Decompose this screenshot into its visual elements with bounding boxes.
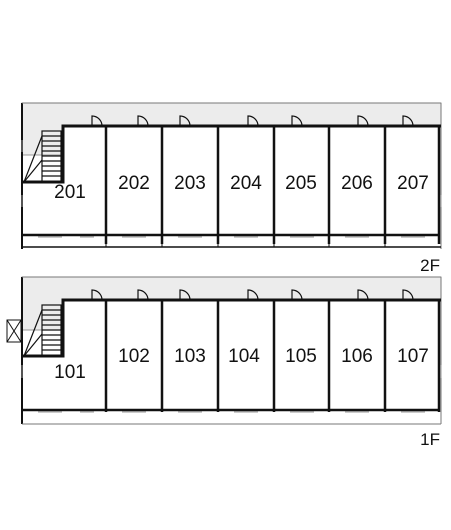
- room-204-label: 204: [230, 173, 262, 194]
- room-107-label: 107: [397, 346, 429, 367]
- room-101-label: 101: [54, 362, 86, 383]
- room-102-label: 102: [118, 346, 150, 367]
- balcony-dividers-2f: [105, 235, 386, 247]
- partitions-2f: [104, 126, 441, 244]
- floor-2f: 201 202 203 204 205 206 207 2F: [21, 102, 442, 275]
- floor-label-1f: 1F: [420, 430, 440, 449]
- windows-1f: [21, 365, 442, 413]
- room-205-label: 205: [285, 173, 317, 194]
- room-103-label: 103: [174, 346, 206, 367]
- room-labels-2f: 201 202 203 204 205 206 207: [54, 173, 429, 203]
- room-207-label: 207: [397, 173, 429, 194]
- stair-2f: [23, 130, 62, 183]
- stair-1f: [23, 304, 62, 357]
- room-106-label: 106: [341, 346, 373, 367]
- room-203-label: 203: [174, 173, 206, 194]
- doors-2f: [91, 115, 414, 127]
- floor-label-2f: 2F: [420, 256, 440, 275]
- partitions-1f: [104, 300, 441, 412]
- entrance-mark-1f: [6, 319, 22, 343]
- corridor-2f: [21, 102, 442, 156]
- windows-2f: [21, 140, 442, 238]
- doors-1f: [91, 289, 414, 301]
- room-labels-1f: 101 102 103 104 105 106 107: [54, 346, 429, 383]
- room-201-label: 201: [54, 182, 86, 203]
- room-202-label: 202: [118, 173, 150, 194]
- room-206-label: 206: [341, 173, 373, 194]
- floor-1f: 101 102 103 104 105 106 107 1F: [6, 276, 442, 449]
- room-104-label: 104: [228, 346, 260, 367]
- room-105-label: 105: [285, 346, 317, 367]
- corridor-1f: [21, 276, 442, 331]
